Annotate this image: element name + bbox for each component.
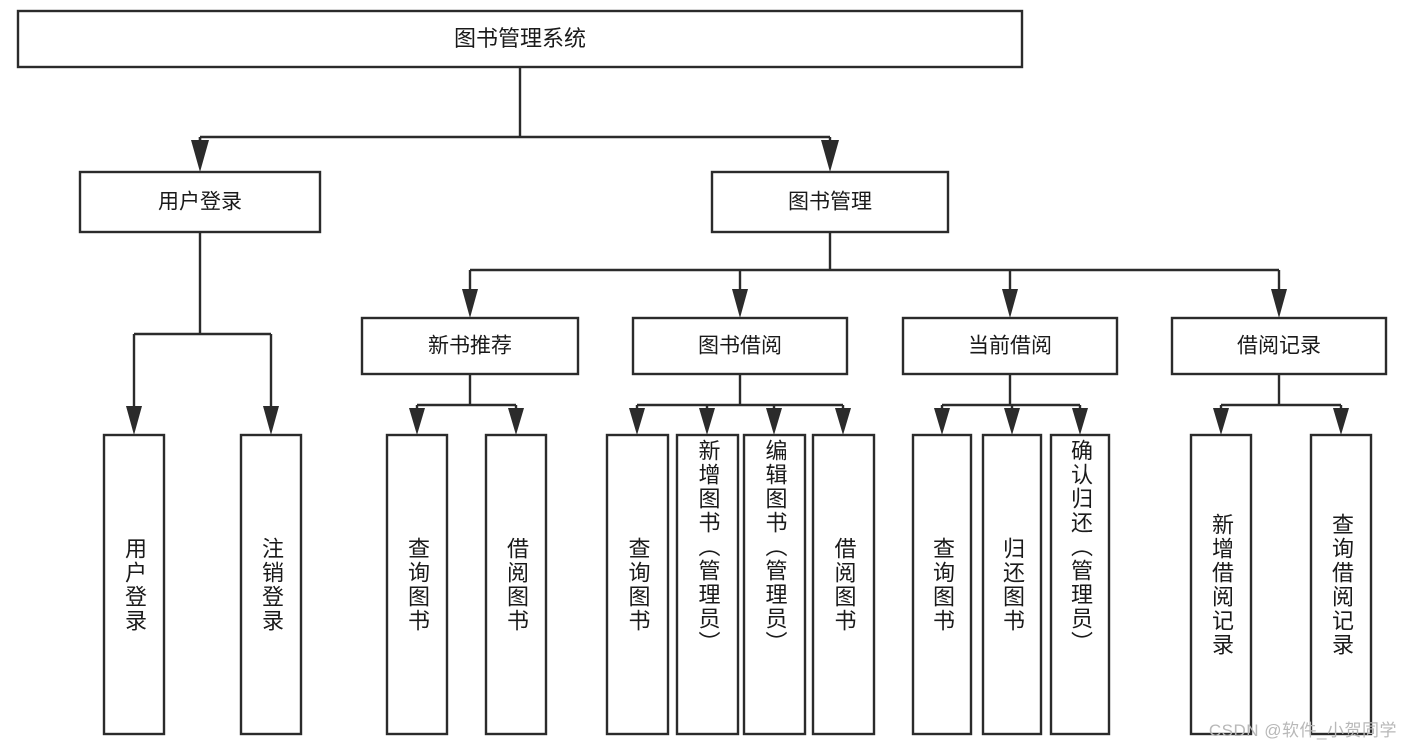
- csdn-watermark: CSDN @软件_小贺同学: [1208, 721, 1397, 740]
- node-current-borrow-label: 当前借阅: [968, 335, 1052, 358]
- arrowhead-cb-child-1: [934, 408, 950, 435]
- node-book-manage-label: 图书管理: [788, 191, 872, 214]
- arrowhead-bb-child-2: [699, 408, 715, 435]
- arrowhead-leaf-user-login: [126, 406, 142, 435]
- arrowhead-leaf-logout: [263, 406, 279, 435]
- node-current-borrow-box[interactable]: [901, 316, 1119, 376]
- leaf-box-borrow-book-bb[interactable]: [811, 433, 876, 736]
- node-book-manage-box[interactable]: [710, 170, 950, 234]
- arrowhead-book-borrow: [732, 289, 748, 318]
- arrowhead-user-login: [191, 140, 209, 172]
- arrowhead-cb-child-3: [1072, 408, 1088, 435]
- node-book-borrow-label: 图书借阅: [698, 335, 782, 358]
- leaf-box-add-book-admin[interactable]: [675, 433, 740, 736]
- node-book-borrow-box[interactable]: [631, 316, 849, 376]
- connectors-group: [126, 67, 1349, 435]
- node-root-label: 图书管理系统: [454, 26, 586, 51]
- leaf-box-borrow-book-nbr[interactable]: [484, 433, 548, 736]
- leaf-box-edit-book-admin[interactable]: [742, 433, 807, 736]
- arrowhead-new-book-rec: [462, 289, 478, 318]
- leaf-box-query-book-nbr[interactable]: [385, 433, 449, 736]
- arrowhead-nbr-child-1: [409, 408, 425, 435]
- arrowhead-br-child-2: [1333, 408, 1349, 435]
- leaf-box-query-borrow-record[interactable]: [1309, 433, 1373, 736]
- arrowhead-br-child-1: [1213, 408, 1229, 435]
- nodes-group: 图书管理系统 用户登录 图书管理 新书推荐 图书借阅 当前借阅 借阅记录: [16, 9, 1388, 736]
- node-borrow-record-box[interactable]: [1170, 316, 1388, 376]
- arrowhead-current-borrow: [1002, 289, 1018, 318]
- node-user-login-box[interactable]: [78, 170, 322, 234]
- node-borrow-record-label: 借阅记录: [1237, 335, 1321, 358]
- leaf-box-confirm-return-admin[interactable]: [1049, 433, 1111, 736]
- arrowhead-borrow-record: [1271, 289, 1287, 318]
- leaf-box-query-book-bb[interactable]: [605, 433, 670, 736]
- leaf-box-user-login[interactable]: [102, 433, 166, 736]
- arrowhead-bb-child-3: [766, 408, 782, 435]
- arrowhead-cb-child-2: [1004, 408, 1020, 435]
- leaf-box-logout[interactable]: [239, 433, 303, 736]
- leaf-box-query-book-cb[interactable]: [911, 433, 973, 736]
- node-new-book-rec-box[interactable]: [360, 316, 580, 376]
- arrowhead-book-manage: [821, 140, 839, 172]
- leaf-box-return-book[interactable]: [981, 433, 1043, 736]
- node-user-login-label: 用户登录: [158, 191, 242, 214]
- arrowhead-bb-child-4: [835, 408, 851, 435]
- leaf-box-add-borrow-record[interactable]: [1189, 433, 1253, 736]
- arrowhead-bb-child-1: [629, 408, 645, 435]
- node-new-book-rec-label: 新书推荐: [428, 335, 512, 358]
- node-root-box[interactable]: [16, 9, 1024, 69]
- arrowhead-nbr-child-2: [508, 408, 524, 435]
